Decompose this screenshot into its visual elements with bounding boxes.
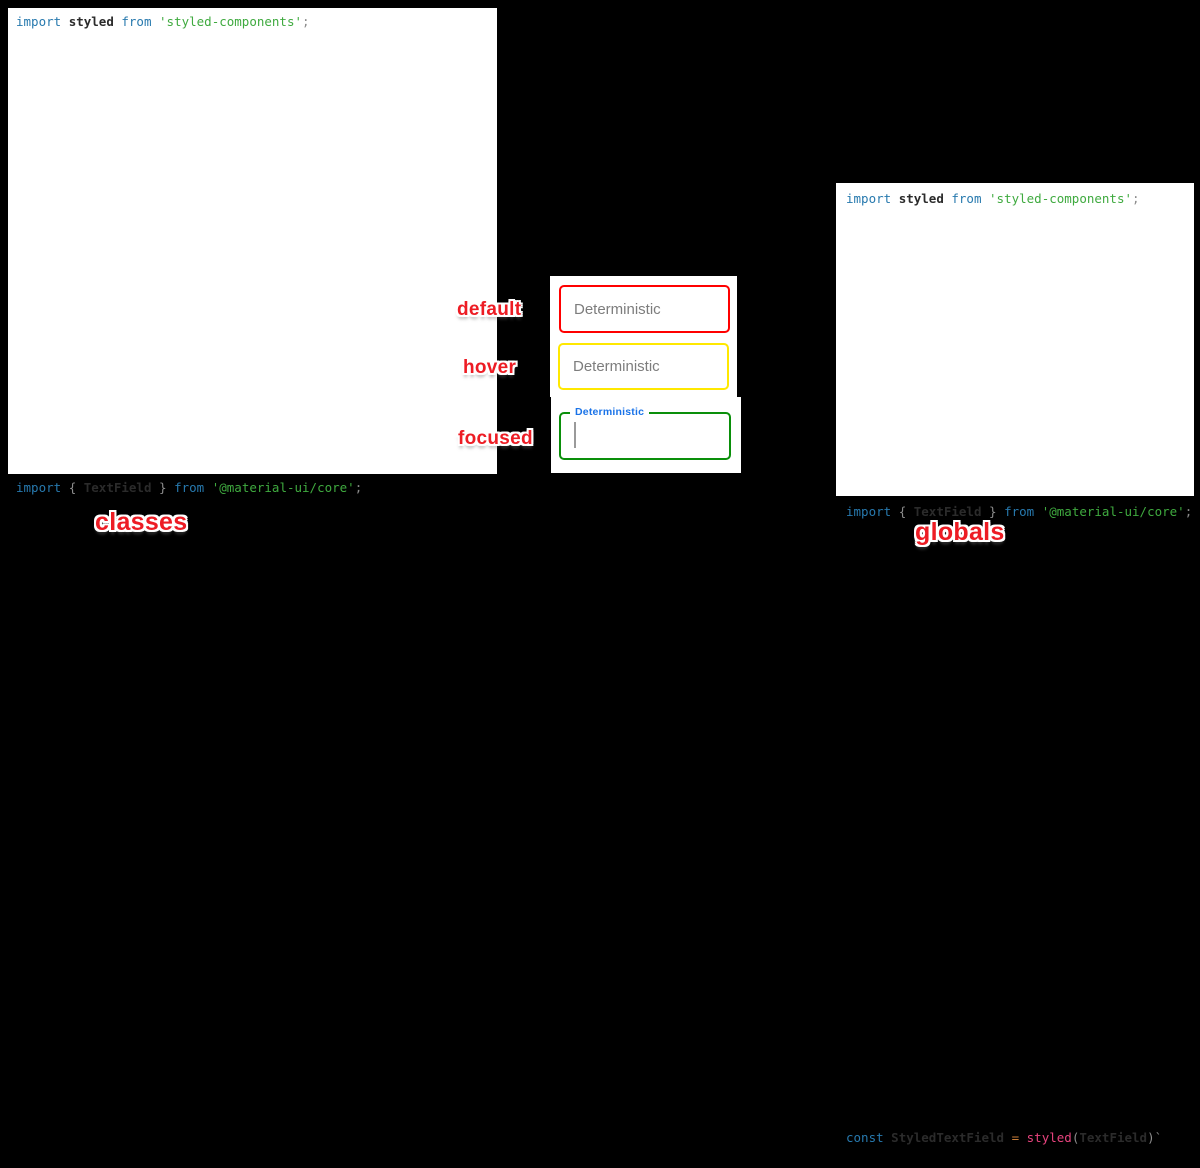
textfield-focused-label: Deterministic: [570, 406, 650, 418]
page-background: { "captions": { "default": "default", "h…: [8, 8, 1194, 1145]
text-cursor: [574, 422, 576, 448]
textfield-focused[interactable]: Deterministic: [559, 406, 731, 460]
caption-globals: globals: [915, 518, 1005, 546]
textfield-hover[interactable]: [558, 343, 729, 390]
caption-classes: classes: [95, 508, 188, 536]
caption-focused: focused: [458, 428, 533, 449]
classes-code-block: import styled from 'styled-components';i…: [8, 8, 497, 495]
caption-hover: hover: [463, 357, 517, 378]
caption-default: default: [457, 299, 522, 320]
textfield-default[interactable]: [559, 285, 730, 333]
globals-code-block: import styled from 'styled-components';i…: [836, 183, 1194, 1145]
